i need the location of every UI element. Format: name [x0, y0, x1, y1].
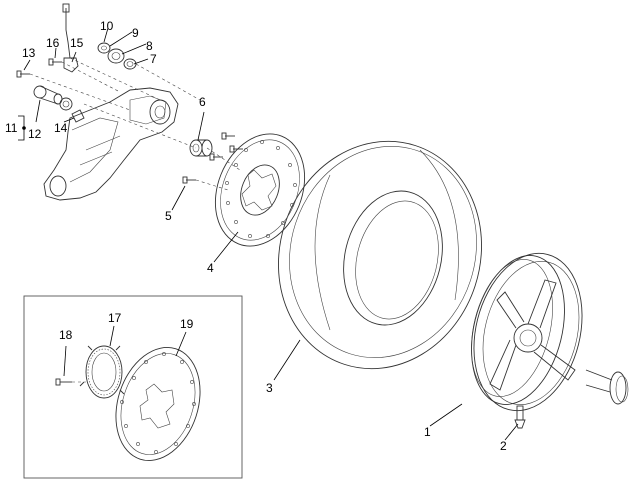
callout-1: 1	[424, 425, 431, 439]
clip	[71, 109, 85, 123]
callout-19: 19	[180, 317, 194, 331]
callout-12: 12	[28, 127, 42, 141]
callout-6: 6	[199, 95, 206, 109]
callout-4: 4	[207, 261, 214, 275]
callout-16: 16	[46, 36, 60, 50]
small-bolt	[48, 58, 62, 66]
hub-sleeve	[33, 85, 63, 105]
bearing	[107, 48, 125, 64]
callout-15: 15	[70, 36, 84, 50]
callout-2: 2	[500, 439, 507, 453]
alt-brake-disc	[115, 347, 201, 461]
leader-lines	[18, 27, 519, 441]
tire	[278, 140, 482, 370]
callout-3: 3	[266, 381, 273, 395]
wheel-rim	[471, 252, 629, 412]
callout-7: 7	[150, 52, 157, 66]
callout-13: 13	[22, 46, 36, 60]
callout-5: 5	[165, 209, 172, 223]
callout-9: 9	[132, 26, 139, 40]
abs-tone-ring	[79, 345, 125, 399]
callout-11: 11	[5, 121, 18, 135]
washer	[123, 58, 137, 70]
disc-bolts	[182, 132, 243, 184]
alternate-parts-box	[23, 295, 243, 479]
callout-8: 8	[146, 39, 153, 53]
callout-18: 18	[59, 328, 73, 342]
small-screw	[16, 70, 30, 78]
callout-14: 14	[54, 121, 68, 135]
callout-10: 10	[100, 19, 114, 33]
swing-arm	[43, 87, 179, 201]
assembly-lines	[29, 57, 241, 191]
nut	[97, 42, 111, 54]
callout-17: 17	[108, 311, 122, 325]
valve-stem	[514, 405, 526, 429]
brake-disc	[214, 133, 306, 247]
seal-ring	[59, 97, 73, 111]
spacer-bushing	[189, 139, 213, 157]
abs-ring-bolt	[55, 378, 86, 386]
